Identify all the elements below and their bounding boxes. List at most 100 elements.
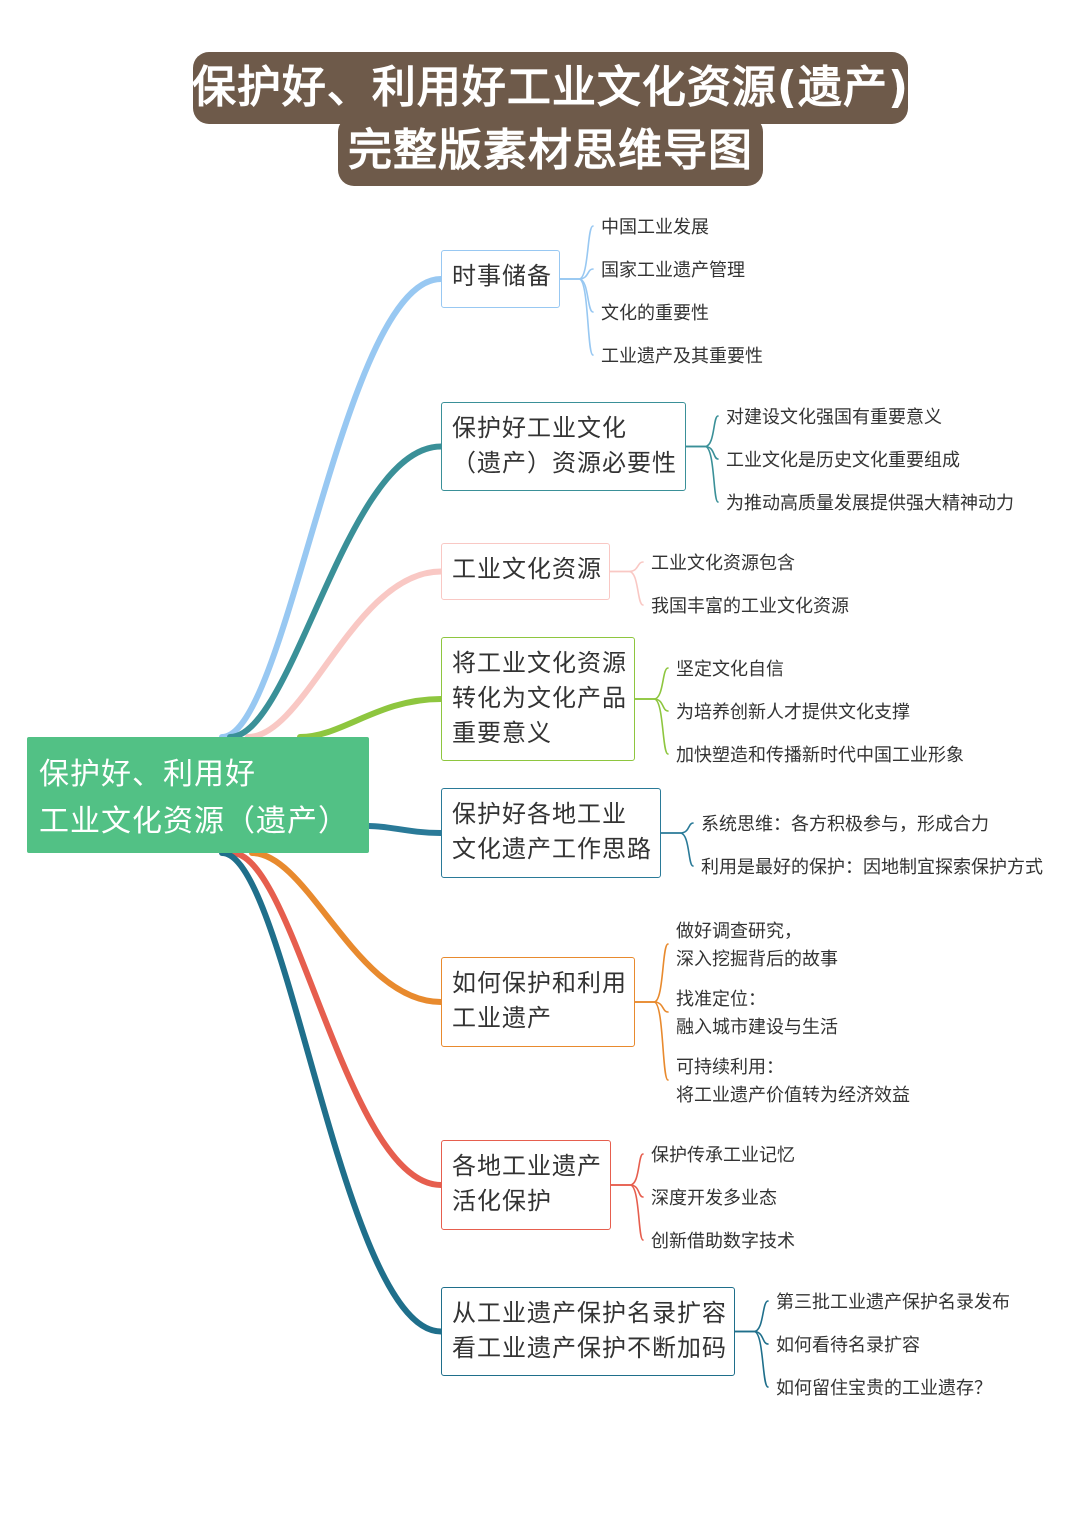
leaf-node: 文化的重要性 (601, 300, 709, 328)
leaf-node: 如何看待名录扩容 (776, 1332, 920, 1360)
root-branch-connector (249, 850, 444, 1005)
leaf-text-line: 利用是最好的保护：因地制宜探索保护方式 (701, 857, 1043, 878)
leaf-text-line: 工业文化是历史文化重要组成 (726, 450, 960, 471)
leaf-node: 工业文化资源包含 (651, 550, 795, 578)
root-branch-connector (227, 443, 444, 740)
leaf-node: 对建设文化强国有重要意义 (726, 404, 942, 432)
root-line-1: 保护好、利用好 (39, 757, 256, 792)
leaf-text-line: 保护传承工业记忆 (651, 1145, 795, 1166)
leaf-text-line: 找准定位： (676, 989, 766, 1010)
leaf-node: 利用是最好的保护：因地制宜探索保护方式 (701, 854, 1043, 882)
leaf-text-line: 深入挖掘背后的故事 (676, 949, 838, 970)
branch-leaf-connector (685, 445, 719, 503)
branch-leaf-connector (634, 667, 669, 700)
branch-label-line: 活化保护 (452, 1187, 552, 1215)
root-branch-connector (229, 850, 444, 1188)
branch-label-line: 保护好工业文化 (452, 414, 627, 442)
leaf-text-line: 我国丰富的工业文化资源 (651, 596, 849, 617)
branch-leaf-connector (734, 1330, 769, 1388)
branch-leaf-connector (685, 415, 719, 448)
leaf-text-line: 为推动高质量发展提供强大精神动力 (726, 493, 1014, 514)
branch-label-line: 保护好各地工业 (452, 800, 627, 828)
branch-leaf-connector (685, 445, 719, 460)
branch-label-line: 将工业文化资源 (452, 649, 627, 677)
branch-leaf-connector (559, 278, 594, 356)
leaf-node: 如何留住宝贵的工业遗存？ (776, 1375, 992, 1403)
leaf-text-line: 国家工业遗产管理 (601, 260, 745, 281)
leaf-text-line: 加快塑造和传播新时代中国工业形象 (676, 745, 964, 766)
branch-leaf-connector (609, 570, 644, 606)
branch-label-line: 从工业遗产保护名录扩容 (452, 1299, 727, 1327)
leaf-node: 第三批工业遗产保护名录发布 (776, 1289, 1010, 1317)
branch-node: 工业文化资源 (441, 543, 610, 600)
leaf-text-line: 可持续利用： (676, 1057, 784, 1078)
leaf-node: 我国丰富的工业文化资源 (651, 593, 849, 621)
title-line-1: 保护好、利用好工业文化资源(遗产) (192, 52, 908, 124)
leaf-text-line: 文化的重要性 (601, 303, 709, 324)
leaf-node: 为推动高质量发展提供强大精神动力 (726, 490, 1014, 518)
branch-node: 从工业遗产保护名录扩容看工业遗产保护不断加码 (441, 1287, 735, 1376)
leaf-node: 国家工业遗产管理 (601, 257, 745, 285)
leaf-text-line: 工业遗产及其重要性 (601, 346, 763, 367)
branch-leaf-connector (660, 832, 694, 867)
branch-leaf-connector (634, 698, 669, 712)
branch-label-line: 如何保护和利用 (452, 969, 627, 997)
branch-node: 如何保护和利用工业遗产 (441, 957, 635, 1047)
branch-leaf-connector (634, 943, 669, 1003)
leaf-node: 保护传承工业记忆 (651, 1142, 795, 1170)
branch-leaf-connector (634, 698, 669, 755)
root-branch-connector (245, 568, 444, 740)
branch-leaf-connector (610, 1184, 644, 1198)
leaf-node: 创新借助数字技术 (651, 1228, 795, 1256)
leaf-text-line: 系统思维：各方积极参与，形成合力 (701, 814, 989, 835)
branch-leaf-connector (610, 1184, 644, 1241)
title-line-2: 完整版素材思维导图 (338, 116, 763, 186)
branch-label-line: 重要意义 (452, 719, 552, 747)
branch-label-line: 时事储备 (452, 262, 552, 290)
leaf-text-line: 第三批工业遗产保护名录发布 (776, 1292, 1010, 1313)
leaf-text-line: 创新借助数字技术 (651, 1231, 795, 1252)
branch-label-line: 工业文化资源 (452, 555, 602, 583)
branch-leaf-connector (734, 1330, 769, 1345)
branch-node: 保护好各地工业文化遗产工作思路 (441, 788, 661, 878)
leaf-node: 坚定文化自信 (676, 656, 784, 684)
leaf-node: 工业文化是历史文化重要组成 (726, 447, 960, 475)
leaf-text-line: 如何看待名录扩容 (776, 1335, 920, 1356)
branch-node: 时事储备 (441, 250, 560, 308)
leaf-text-line: 深度开发多业态 (651, 1188, 777, 1209)
root-branch-connector (219, 276, 444, 740)
branch-leaf-connector (559, 278, 594, 313)
branch-leaf-connector (660, 822, 694, 834)
branch-label-line: 工业遗产 (452, 1004, 552, 1032)
leaf-text-line: 融入城市建设与生活 (676, 1017, 838, 1038)
root-line-2: 工业文化资源（遗产） (39, 804, 349, 839)
branch-leaf-connector (610, 1153, 644, 1186)
leaf-node: 找准定位： 融入城市建设与生活 (676, 986, 838, 1042)
leaf-text-line: 做好调查研究， (676, 921, 802, 942)
branch-label-line: 各地工业遗产 (452, 1152, 602, 1180)
branch-leaf-connector (734, 1300, 769, 1333)
leaf-node: 可持续利用：将工业遗产价值转为经济效益 (676, 1054, 910, 1110)
leaf-text-line: 坚定文化自信 (676, 659, 784, 680)
leaf-text-line: 如何留住宝贵的工业遗存？ (776, 1378, 992, 1399)
branch-leaf-connector (634, 1001, 669, 1081)
branch-leaf-connector (634, 1001, 669, 1013)
root-branch-connector (366, 823, 444, 836)
branch-node: 将工业文化资源转化为文化产品重要意义 (441, 637, 635, 761)
leaf-text-line: 中国工业发展 (601, 217, 709, 238)
branch-label-line: （遗产）资源必要性 (452, 449, 677, 477)
leaf-node: 工业遗产及其重要性 (601, 343, 763, 371)
leaf-text-line: 为培养创新人才提供文化支撑 (676, 702, 910, 723)
leaf-node: 为培养创新人才提供文化支撑 (676, 699, 910, 727)
branch-leaf-connector (609, 561, 644, 573)
branch-label-line: 看工业遗产保护不断加码 (452, 1334, 727, 1362)
leaf-node: 中国工业发展 (601, 214, 709, 242)
leaf-node: 加快塑造和传播新时代中国工业形象 (676, 742, 964, 770)
branch-node: 保护好工业文化 （遗产）资源必要性 (441, 402, 686, 491)
leaf-node: 系统思维：各方积极参与，形成合力 (701, 811, 989, 839)
leaf-node: 做好调查研究， 深入挖掘背后的故事 (676, 918, 838, 974)
root-branch-connector (297, 696, 444, 740)
root-node: 保护好、利用好 工业文化资源（遗产） (27, 737, 369, 853)
root-branch-connector (219, 850, 444, 1335)
